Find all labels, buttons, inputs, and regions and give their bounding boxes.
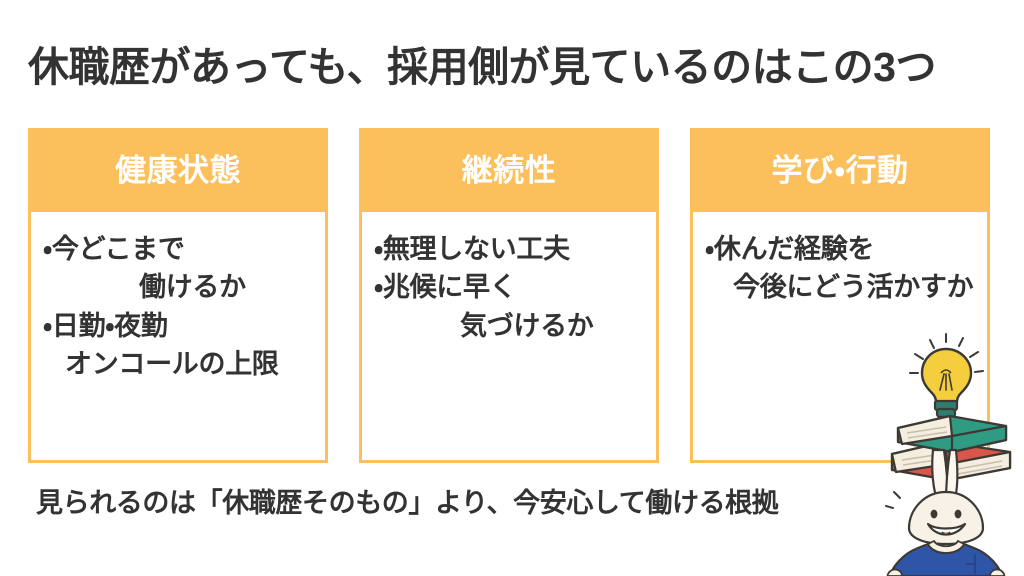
- rabbit-character: [885, 448, 1006, 576]
- card-body-learning-action: ・休んだ経験を 今後にどう活かすか: [690, 212, 990, 463]
- card-body-health-status: ・今どこまで 働けるか ・日勤・夜勤 オンコールの上限: [28, 212, 328, 463]
- bullet-line: ・休んだ経験を: [705, 234, 875, 264]
- card-header-health-status: 健康状態: [28, 128, 328, 212]
- footer-caption: 見られるのは「休職歴そのもの」より、今安心して働ける根拠: [36, 488, 779, 518]
- card-header-label: 学び・行動: [771, 152, 909, 188]
- bullet-line: ・今どこまで: [43, 234, 185, 264]
- bullet-line-continuation: 今後にどう活かすか: [733, 272, 974, 303]
- eye-right: [954, 509, 962, 519]
- bullet-line: ・無理しない工夫: [374, 234, 570, 264]
- card-health-status: 健康状態 ・今どこまで 働けるか ・日勤・夜勤 オンコールの上限: [28, 128, 328, 463]
- bullet-line-continuation: 働けるか: [139, 272, 246, 303]
- card-header-learning-action: 学び・行動: [690, 128, 990, 212]
- card-learning-action: 学び・行動 ・休んだ経験を 今後にどう活かすか: [690, 128, 990, 463]
- cards-row: 健康状態 ・今どこまで 働けるか ・日勤・夜勤 オンコールの上限 継続性 ・無理…: [28, 128, 990, 463]
- bullet-line: ・日勤・夜勤: [43, 310, 168, 341]
- card-continuity: 継続性 ・無理しない工夫 ・兆候に早く 気づけるか: [359, 128, 659, 463]
- page-title: 休職歴があっても、採用側が見ているのはこの3つ: [28, 44, 936, 90]
- card-header-continuity: 継続性: [359, 128, 659, 212]
- bullet-line-continuation: オンコールの上限: [65, 348, 279, 379]
- bullet-line: ・兆候に早く: [374, 272, 517, 303]
- card-header-label: 健康状態: [115, 152, 241, 188]
- card-body-continuity: ・無理しない工夫 ・兆候に早く 気づけるか: [359, 212, 659, 463]
- bullet-line-continuation: 気づけるか: [460, 310, 594, 341]
- card-header-label: 継続性: [461, 152, 557, 188]
- eye-left: [930, 509, 938, 519]
